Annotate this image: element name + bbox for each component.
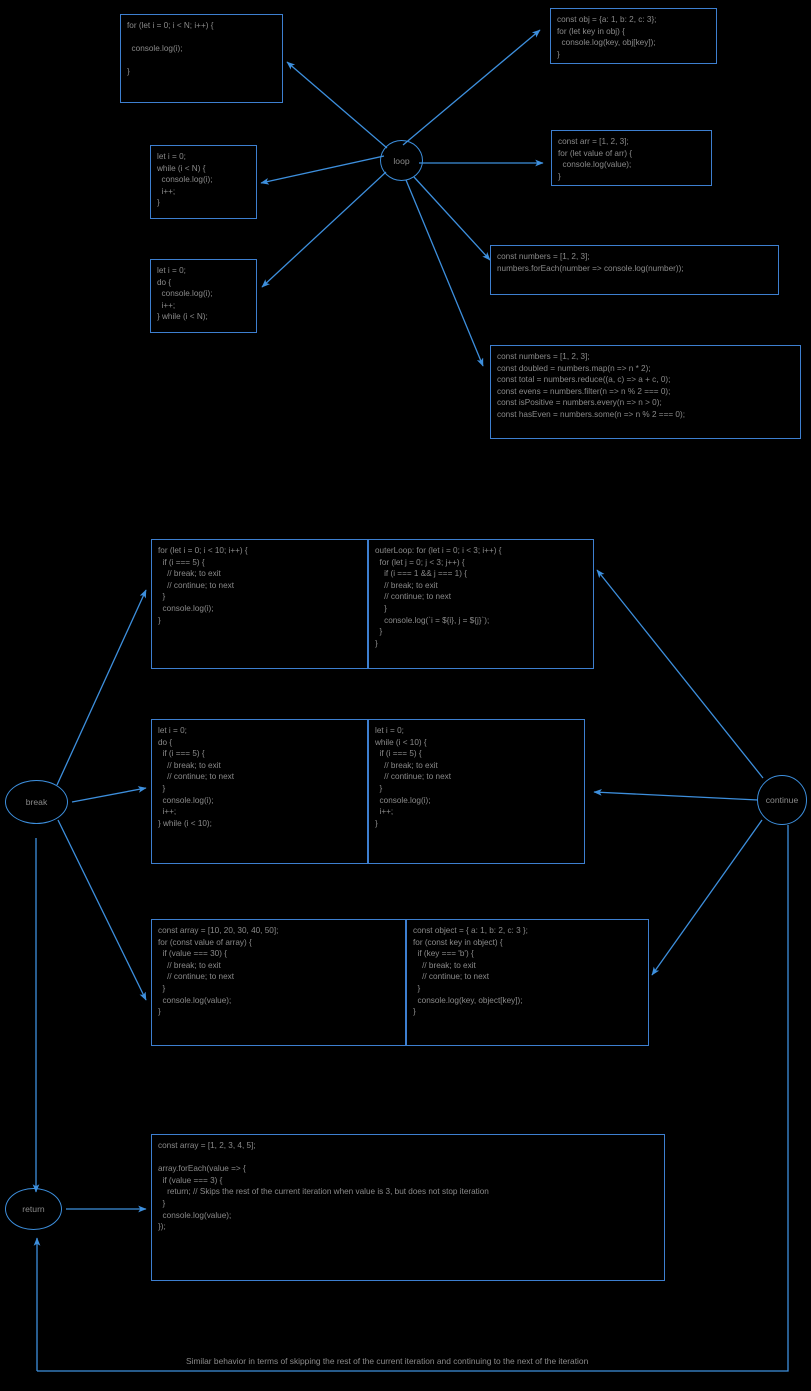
node-continue[interactable]: continue [757,775,807,825]
code-box-do-while-basic: let i = 0; do { console.log(i); i++; } w… [150,259,257,333]
code-box-for-in-obj: const obj = {a: 1, b: 2, c: 3}; for (let… [550,8,717,64]
code-box-for-of-arr: const arr = [1, 2, 3]; for (let value of… [551,130,712,186]
code-box-return-foreach: const array = [1, 2, 3, 4, 5]; array.for… [151,1134,665,1281]
node-break-label: break [25,797,48,807]
code-box-do-while-break: let i = 0; do { if (i === 5) { // break;… [151,719,368,864]
node-continue-label: continue [765,795,799,805]
code-box-while-basic: let i = 0; while (i < N) { console.log(i… [150,145,257,219]
code-box-labeled-nested: outerLoop: for (let i = 0; i < 3; i++) {… [368,539,594,669]
code-text: const numbers = [1, 2, 3]; numbers.forEa… [497,252,684,273]
node-return[interactable]: return [5,1188,62,1230]
node-return-label: return [22,1204,45,1214]
code-text: const numbers = [1, 2, 3]; const doubled… [497,352,685,419]
node-loop[interactable]: loop [380,140,423,181]
code-text: outerLoop: for (let i = 0; i < 3; i++) {… [375,546,502,648]
code-box-array-methods: const numbers = [1, 2, 3]; const doubled… [490,345,801,439]
code-text: let i = 0; while (i < N) { console.log(i… [157,152,213,208]
code-text: const arr = [1, 2, 3]; for (let value of… [558,137,633,181]
bottom-caption: Similar behavior in terms of skipping th… [186,1356,589,1366]
code-box-while-break: let i = 0; while (i < 10) { if (i === 5)… [368,719,585,864]
code-box-for-in-break: const object = { a: 1, b: 2, c: 3 }; for… [406,919,649,1046]
code-box-for-each: const numbers = [1, 2, 3]; numbers.forEa… [490,245,779,295]
code-text: const array = [1, 2, 3, 4, 5]; array.for… [158,1141,489,1232]
code-text: const array = [10, 20, 30, 40, 50]; for … [158,926,279,1017]
code-box-for-break: for (let i = 0; i < 10; i++) { if (i ===… [151,539,368,669]
node-loop-label: loop [393,155,410,166]
code-text: for (let i = 0; i < 10; i++) { if (i ===… [158,546,248,625]
code-box-for-basic: for (let i = 0; i < N; i++) { console.lo… [120,14,283,103]
code-text: const obj = {a: 1, b: 2, c: 3}; for (let… [557,15,657,59]
code-text: const object = { a: 1, b: 2, c: 3 }; for… [413,926,528,1017]
code-box-for-of-break: const array = [10, 20, 30, 40, 50]; for … [151,919,406,1046]
code-text: for (let i = 0; i < N; i++) { console.lo… [127,21,214,77]
code-text: let i = 0; do { if (i === 5) { // break;… [158,726,235,828]
code-text: let i = 0; do { console.log(i); i++; } w… [157,266,213,322]
code-text: let i = 0; while (i < 10) { if (i === 5)… [375,726,452,828]
node-break[interactable]: break [5,780,68,824]
